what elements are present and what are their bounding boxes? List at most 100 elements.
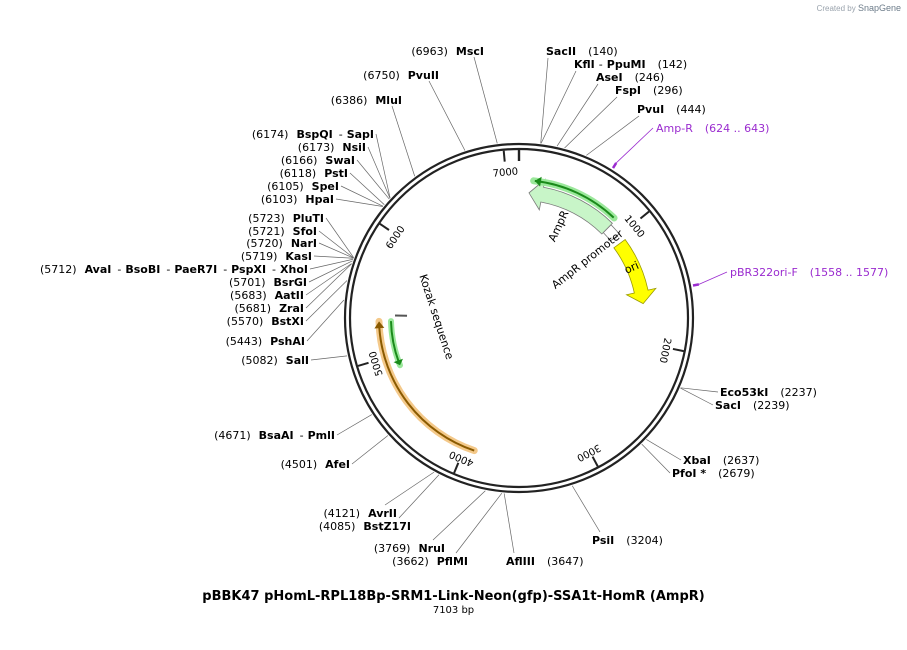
plasmid-length: 7103 bp xyxy=(432,605,475,616)
site-position: (3662) xyxy=(392,555,429,568)
site-position: (4121) xyxy=(324,507,361,520)
site-label-msci: (6963)MscI xyxy=(411,45,484,58)
site-leader-3 xyxy=(564,96,618,149)
site-label-bsrgi: (5701)BsrGI xyxy=(229,276,307,289)
tick-mark-6000 xyxy=(379,222,390,231)
site-position: (6963) xyxy=(411,45,448,58)
site-leader-28 xyxy=(335,198,383,207)
site-leader-36 xyxy=(473,56,498,144)
site-name: SwaI xyxy=(325,154,355,167)
site-name: ZraI xyxy=(279,302,304,315)
ori-arrow xyxy=(613,238,657,305)
kozak-green-glow xyxy=(388,318,403,369)
brand-name: SnapGene xyxy=(857,3,901,13)
site-position: (5443) xyxy=(226,335,263,348)
site-name: PpuMI xyxy=(607,58,646,71)
site-name: BspQI xyxy=(296,128,332,141)
site-leader-9 xyxy=(571,485,601,533)
site-position: (444) xyxy=(676,103,706,116)
site-name: AvaI xyxy=(85,263,112,276)
site-leader-4 xyxy=(586,115,640,156)
site-position: (2679) xyxy=(718,467,755,480)
site-name: AseI xyxy=(596,71,623,84)
site-sep: - xyxy=(223,263,227,276)
site-label-pfoi: PfoI * (2679) xyxy=(672,467,755,480)
site-position: (3204) xyxy=(626,534,663,547)
site-position: (6118) xyxy=(280,167,317,180)
site-position: (6174) xyxy=(252,128,289,141)
backbone-inner xyxy=(348,147,690,489)
site-leader-23 xyxy=(309,258,354,270)
site-label-nsii: (6173)NsiI xyxy=(298,141,366,154)
site-leader-35 xyxy=(428,80,466,151)
site-position: (2237) xyxy=(780,386,817,399)
site-position: (3769) xyxy=(374,542,411,555)
site-name: PvuI xyxy=(637,103,664,116)
site-leader-10 xyxy=(503,493,515,554)
site-name: AatII xyxy=(275,289,304,302)
site-name: SacI xyxy=(715,399,741,412)
site-leader-29 xyxy=(340,185,384,207)
primer-mark-1 xyxy=(692,283,700,287)
site-leader-0 xyxy=(540,57,549,144)
site-position: (6105) xyxy=(267,180,304,193)
site-label-asei: AseI(246) xyxy=(596,71,664,84)
site-position: (5723) xyxy=(248,212,285,225)
primers-layer: Amp-R(624 .. 643)pBR322ori-F(1558 .. 157… xyxy=(611,122,888,287)
site-name: PspXI xyxy=(231,263,266,276)
tick-mark-5000 xyxy=(357,361,369,367)
site-name: PmlI xyxy=(308,429,335,442)
site-leader-lines xyxy=(305,56,719,554)
site-label-hpai: (6103)HpaI xyxy=(261,193,334,206)
site-label-saci: SacI(2239) xyxy=(715,399,790,412)
ampr-arrow xyxy=(528,178,613,235)
site-position: (6386) xyxy=(331,94,368,107)
site-name: NsiI xyxy=(342,141,366,154)
site-leader-12 xyxy=(432,490,486,541)
site-name: AfeI xyxy=(325,458,350,471)
site-position: (5721) xyxy=(248,225,285,238)
site-leader-16 xyxy=(336,414,373,436)
tick-mark-1000 xyxy=(639,210,650,220)
site-label-psii: PsiI(3204) xyxy=(592,534,663,547)
site-name: PflMI xyxy=(437,555,468,568)
site-name: HpaI xyxy=(305,193,334,206)
site-position: (142) xyxy=(658,58,688,71)
site-label-fspi: FspI(296) xyxy=(615,84,683,97)
site-position: (5082) xyxy=(241,354,278,367)
site-name: AflIII xyxy=(506,555,535,568)
site-label-spei: (6105)SpeI xyxy=(267,180,339,193)
ampr-promoter-box xyxy=(602,224,620,242)
site-label-aatii: (5683)AatII xyxy=(230,289,304,302)
snapgene-brand: Created by SnapGene xyxy=(817,3,901,13)
site-label-zrai: (5681) ZraI xyxy=(235,302,305,315)
site-position: (5719) xyxy=(241,250,278,263)
site-name: Eco53kI xyxy=(720,386,768,399)
site-leader-32 xyxy=(367,146,391,199)
brand-prefix: Created by xyxy=(816,4,856,13)
site-leader-25 xyxy=(318,242,354,259)
site-position: (5712) xyxy=(40,263,77,276)
site-position: (5570) xyxy=(227,315,264,328)
site-position: (5681) xyxy=(235,302,272,315)
site-leader-11 xyxy=(455,492,503,554)
site-leader-7 xyxy=(646,439,682,461)
site-leader-2 xyxy=(556,83,599,147)
site-label-pshai: (5443)PshAI xyxy=(226,335,305,348)
site-leader-19 xyxy=(305,280,348,322)
site-label-eco53ki: Eco53kI (2237) xyxy=(720,386,817,399)
site-name: PfoI * xyxy=(672,467,706,480)
site-leader-8 xyxy=(641,443,671,474)
site-name: XbaI xyxy=(683,454,711,467)
orange-line xyxy=(378,327,475,452)
tick-mark-4000 xyxy=(453,462,460,474)
site-label-pvui: PvuI (444) xyxy=(637,103,706,116)
site-label-pflmi: (3662) PflMI xyxy=(392,555,468,568)
site-label-sacii: SacII(140) xyxy=(546,45,618,58)
site-sep: - xyxy=(166,263,170,276)
site-name: BsoBI xyxy=(125,263,160,276)
site-position: (296) xyxy=(653,84,683,97)
site-name: AvrII xyxy=(368,507,397,520)
site-label-sfoi: (5721)SfoI xyxy=(248,225,317,238)
site-label-kasi: (5719)KasI xyxy=(241,250,312,263)
